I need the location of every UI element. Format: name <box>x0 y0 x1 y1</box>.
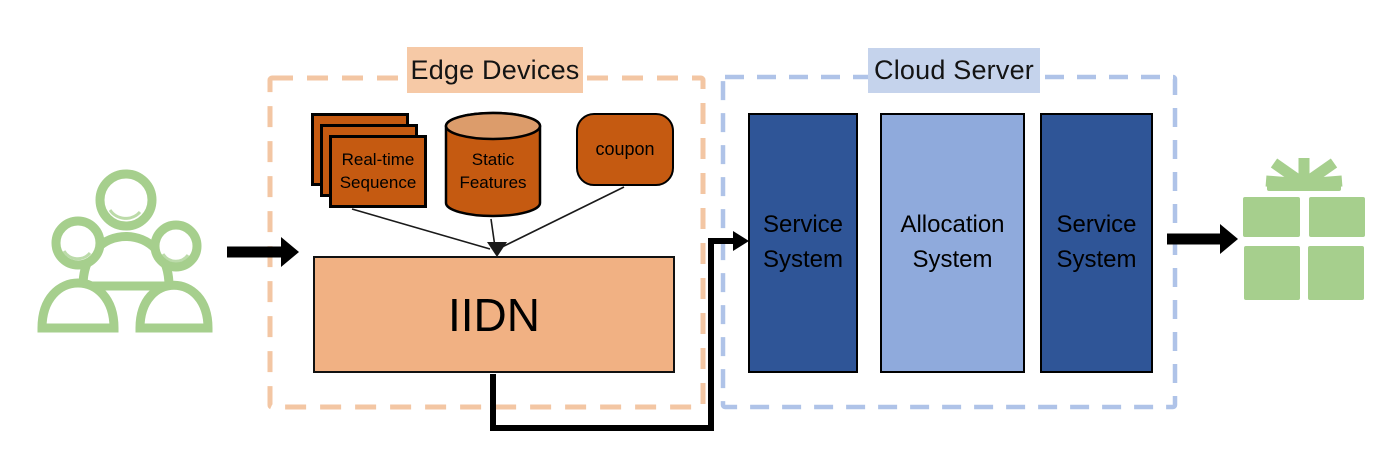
connector-arrowhead <box>733 231 749 251</box>
static-features-cylinder: Static Features <box>444 111 542 219</box>
gift-body <box>1244 246 1300 300</box>
user-body <box>37 278 119 333</box>
realtime-sequence-box: Real-time Sequence <box>329 135 427 208</box>
iidn-arrowhead <box>487 242 507 257</box>
coupon-box: coupon <box>576 113 674 186</box>
arrow-cloud-to-reward <box>1167 224 1238 254</box>
static-features-label: Static Features <box>459 150 527 192</box>
cylinder-top <box>444 111 542 141</box>
cloud-server-title: Cloud Server <box>868 48 1040 93</box>
gift-lid <box>1309 197 1365 237</box>
gift-lid <box>1243 197 1300 237</box>
service-system-box-2: Service System <box>1040 113 1153 373</box>
allocation-system-box: Allocation System <box>880 113 1025 373</box>
users-icon <box>37 169 213 333</box>
gift-ribbon-bar <box>1267 178 1341 191</box>
service-system-box-1: Service System <box>748 113 858 373</box>
arrow-users-to-edge <box>227 237 299 267</box>
gift-body <box>1308 246 1364 300</box>
iidn-box: IIDN <box>313 256 675 373</box>
user-body <box>135 280 213 333</box>
edge-devices-title: Edge Devices <box>407 47 583 93</box>
gift-icon <box>1243 158 1365 300</box>
